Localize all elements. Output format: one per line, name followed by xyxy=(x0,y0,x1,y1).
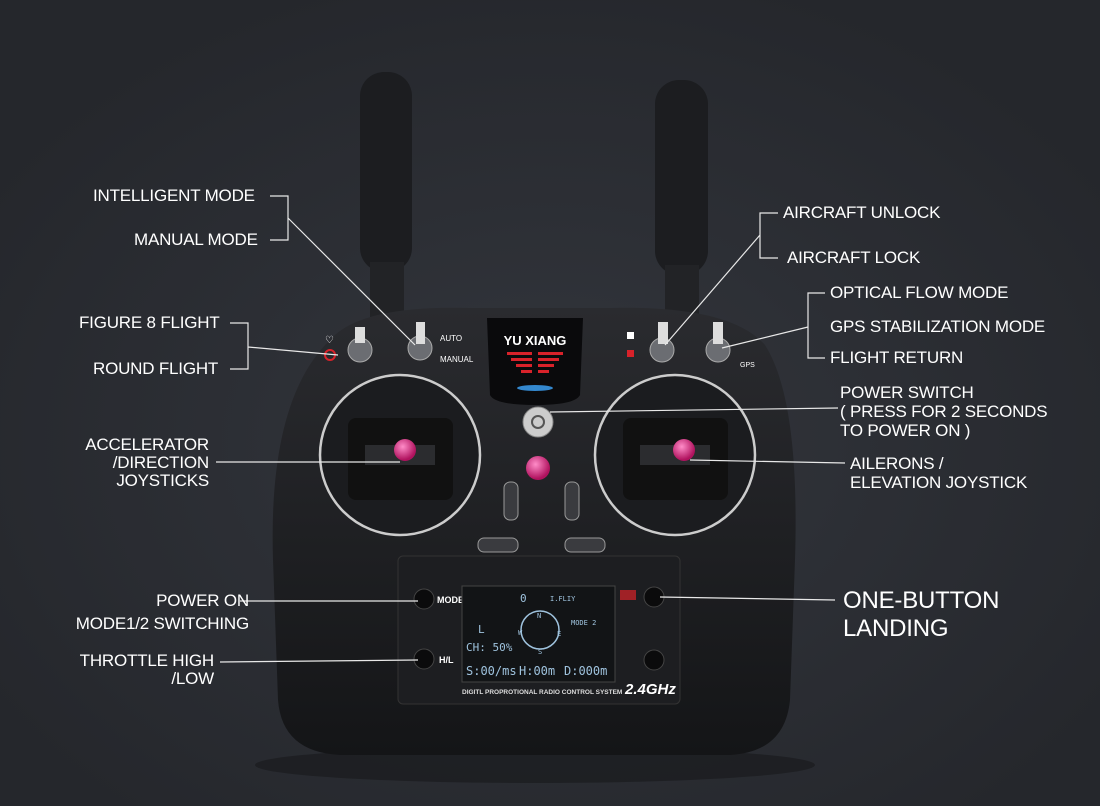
svg-text:W: W xyxy=(518,629,523,637)
left-h-trim xyxy=(477,537,519,553)
svg-text:MODE: MODE xyxy=(437,595,464,605)
svg-text:CH: 50%: CH: 50% xyxy=(466,641,513,654)
svg-text:D:000m: D:000m xyxy=(564,664,607,678)
callout-lines xyxy=(216,195,846,663)
left-gimbal xyxy=(318,373,482,537)
svg-text:H/L: H/L xyxy=(439,655,454,665)
unlock-icon xyxy=(627,332,634,339)
svg-text:H:00m: H:00m xyxy=(519,664,555,678)
label-figure8-flight: FIGURE 8 FLIGHT xyxy=(79,313,220,332)
svg-text:L: L xyxy=(478,623,485,636)
label-round-flight: ROUND FLIGHT xyxy=(93,359,219,378)
center-knob xyxy=(526,456,550,480)
svg-text:MANUAL: MANUAL xyxy=(440,355,474,364)
svg-text:0: 0 xyxy=(520,592,527,605)
svg-text:MODE 2: MODE 2 xyxy=(571,619,596,627)
svg-text:AUTO: AUTO xyxy=(440,334,462,343)
label-aircraft-unlock: AIRCRAFT UNLOCK xyxy=(783,203,941,222)
label-intelligent-mode: INTELLIGENT MODE xyxy=(93,186,255,205)
right-joystick-knob xyxy=(673,439,695,461)
svg-text:N: N xyxy=(537,612,541,620)
right-antenna xyxy=(655,80,708,317)
right-trim xyxy=(564,481,580,521)
left-joystick-knob xyxy=(394,439,416,461)
label-gps-stabilization: GPS STABILIZATION MODE xyxy=(830,317,1046,336)
svg-text:GPS: GPS xyxy=(740,362,755,369)
label-throttle: THROTTLE HIGH/LOW xyxy=(79,651,215,688)
power-icon xyxy=(531,415,545,429)
svg-text:S:00/ms: S:00/ms xyxy=(466,664,517,678)
left-antenna xyxy=(360,72,412,317)
left-trim xyxy=(503,481,519,521)
svg-text:I.FLIY: I.FLIY xyxy=(550,595,576,603)
svg-text:2.4GHz: 2.4GHz xyxy=(624,681,676,698)
right-gimbal xyxy=(593,373,757,537)
lock-icon xyxy=(627,350,634,357)
svg-text:DIGITL PROPROTIONAL RADIO CONT: DIGITL PROPROTIONAL RADIO CONTROL SYSTEM xyxy=(462,689,622,696)
heart-icon: ♡ xyxy=(325,335,334,346)
power-button xyxy=(522,406,554,438)
label-aircraft-lock: AIRCRAFT LOCK xyxy=(787,248,921,267)
landing-icon xyxy=(620,590,636,600)
compass-icon xyxy=(520,610,560,650)
label-flight-return: FLIGHT RETURN xyxy=(830,348,964,367)
label-optical-flow: OPTICAL FLOW MODE xyxy=(830,283,1009,302)
right-h-trim xyxy=(564,537,606,553)
brand-logo: YU XIANG xyxy=(504,333,567,348)
brand-wings-icon xyxy=(507,352,563,373)
label-ailerons: AILERONS /ELEVATION JOYSTICK xyxy=(850,454,1028,492)
label-manual-mode: MANUAL MODE xyxy=(134,230,258,249)
svg-text:E: E xyxy=(557,630,561,638)
svg-text:S: S xyxy=(538,648,542,656)
